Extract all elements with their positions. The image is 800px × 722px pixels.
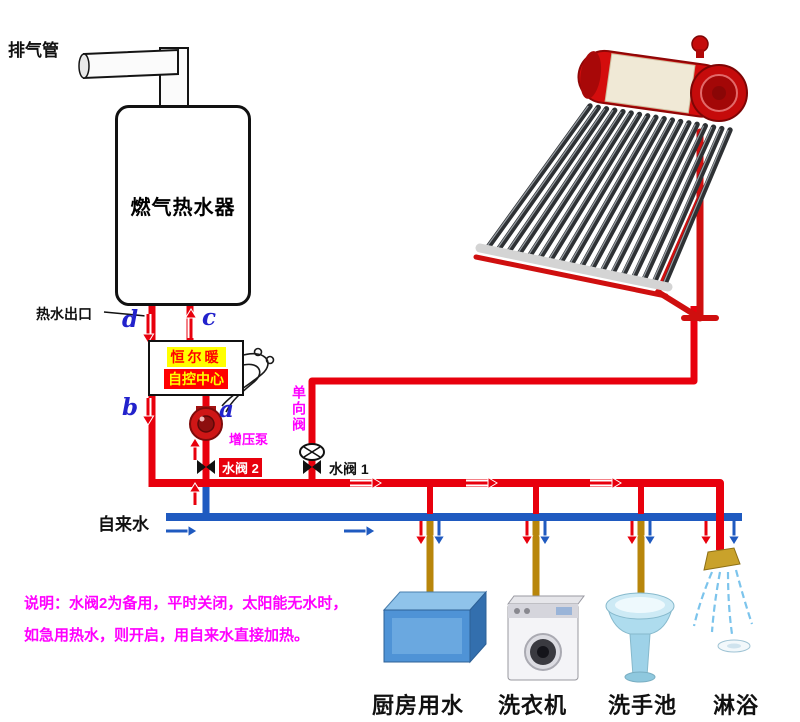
point-label-a: a [219,396,234,423]
booster-pump-label: 增压泵 [229,432,269,447]
note-line-1: 说明：水阀2为备用，平时关闭，太阳能无水时， [24,595,348,612]
hot-outlet-pointer-line [103,311,147,317]
exhaust-pipe-icon [78,47,189,109]
tank-end-center [712,86,726,100]
tap-water-label: 自来水 [98,515,149,534]
control-wires [221,347,275,413]
shower-drain [717,639,751,653]
appliance-label-washer: 洗衣机 [498,693,568,718]
valve1-label: 水阀 1 [329,461,369,477]
hot-water-outlet-label: 热水出口 [36,306,92,322]
booster-pump-icon [189,406,223,441]
valve-2-icon [197,460,215,474]
flow-arrows [141,308,741,546]
controller-title: 自控中心 [164,369,228,389]
shower-head [703,547,741,571]
tank-vent-stub [696,49,704,58]
appliance-label-basin: 洗手池 [608,693,678,718]
controller-box: 恒尔暖 自控中心 [148,340,244,396]
gas-heater-box: 燃气热水器 [115,105,251,306]
controller-brand: 恒尔暖 [166,347,226,367]
wash-basin [605,592,675,683]
kitchen-sink [382,590,488,664]
tube-rail [475,243,673,292]
note-line-2: 如急用热水，则开启，用自来水直接加热。 [24,627,310,644]
appliance-feed-pipes [426,517,645,604]
hot-water-pipes [148,296,724,550]
gas-heater-label: 燃气热水器 [130,197,236,219]
exhaust-pipe-label: 排气管 [8,41,59,60]
shower-spray [692,569,754,635]
appliance-label-shower: 淋浴 [713,693,760,718]
solar-water-heater [473,35,748,322]
appliance-label-kitchen: 厨房用水 [372,693,465,718]
solar-tank [577,49,729,118]
check-valve-icon [299,443,325,461]
check-valve-label: 单向阀 [291,385,307,433]
valve-1-icon [303,460,321,474]
point-label-b: b [122,394,139,421]
point-label-d: d [122,306,139,333]
vacuum-tubes [483,103,733,289]
point-label-c: c [202,304,217,331]
valve2-label: 水阀 2 [219,458,262,477]
washing-machine [507,595,585,681]
